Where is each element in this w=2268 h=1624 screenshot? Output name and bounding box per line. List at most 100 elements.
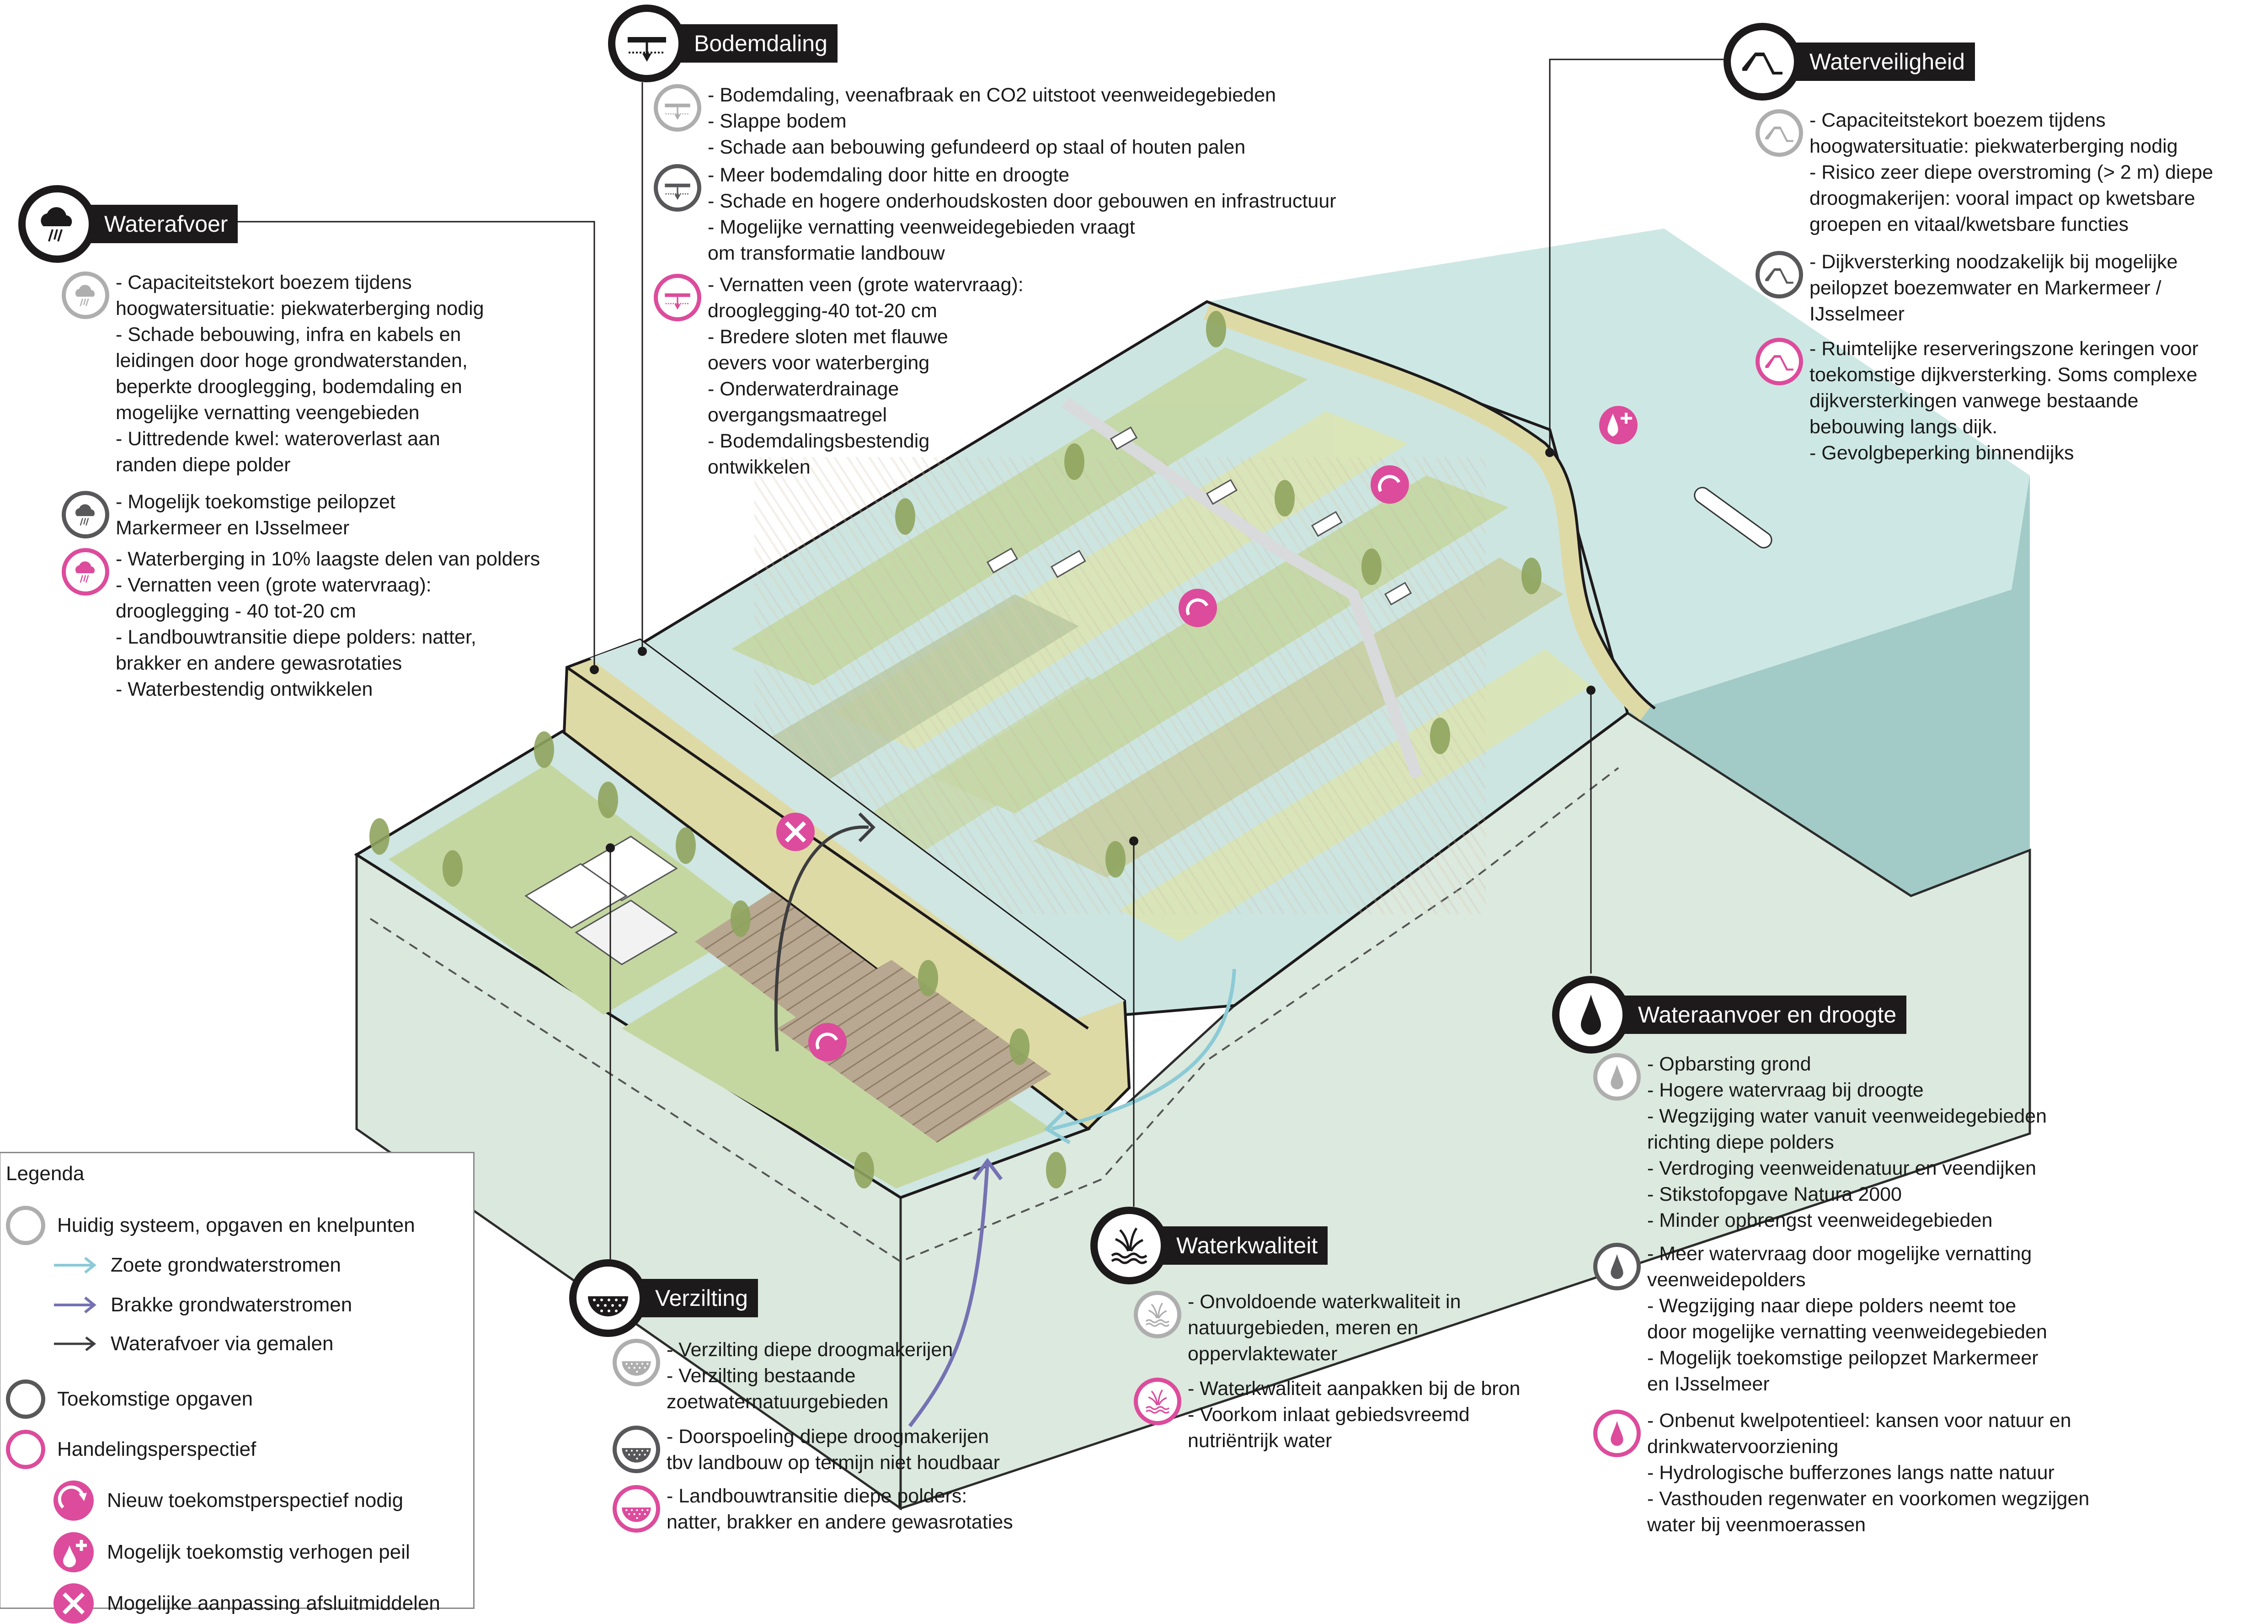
waterafvoer-future: - Mogelijk toekomstige peilopzet Markerm… — [62, 489, 395, 541]
text-line: - Capaciteitstekort boezem tijdens — [116, 272, 412, 293]
rain-cloud-icon — [62, 272, 109, 319]
section-header-bodemdaling: Bodemdaling — [608, 5, 838, 82]
greenhouses — [524, 836, 678, 965]
text-line: - Verzilting diepe droogmakerijen — [667, 1339, 953, 1361]
section-title: Wateraanvoer en droogte — [1620, 996, 1907, 1034]
text-line: en IJsselmeer — [1647, 1373, 1770, 1395]
verzilting-current: - Verzilting diepe droogmakerijen - Verz… — [613, 1337, 953, 1415]
dike-profile-icon — [1756, 338, 1803, 385]
pumping-arrow-icon — [54, 1336, 96, 1351]
text-line: leidingen door hoge grondwaterstanden, — [116, 350, 468, 372]
text-line: - Landbouwtransitie diepe polders: natte… — [116, 626, 476, 648]
legend-row-action: Handelingsperspectief — [6, 1430, 256, 1469]
text-line: - Waterkwaliteit aanpakken bij de bron — [1188, 1378, 1521, 1400]
section-header-waterkwaliteit: Waterkwaliteit — [1090, 1207, 1328, 1284]
text-line: natuurgebieden, meren en — [1188, 1317, 1419, 1339]
text-line: oppervlaktewater — [1188, 1343, 1338, 1365]
legend-row-fresh-groundwater: Zoete grondwaterstromen — [53, 1254, 341, 1277]
map-badge-cross — [776, 813, 815, 851]
orchard-field — [777, 960, 1051, 1143]
subsidence-arrow-icon — [608, 5, 686, 82]
subsidence-arrow-icon — [654, 164, 701, 212]
wateraanvoer-future: - Meer watervraag door mogelijke vernatt… — [1593, 1241, 2047, 1397]
pink-ring-icon — [6, 1430, 45, 1469]
text-line: - Mogelijk toekomstige peilopzet — [116, 491, 395, 513]
text-line: - Vernatten veen (grote watervraag): — [708, 274, 1024, 296]
lake-side — [1628, 475, 2030, 896]
section-header-verzilting: Verzilting — [569, 1259, 758, 1337]
text-line: - Slappe bodem — [708, 110, 847, 132]
wateraanvoer-current: - Opbarsting grond - Hogere watervraag b… — [1593, 1051, 2047, 1234]
text-line: hoogwatersituatie: piekwaterberging nodi… — [1809, 135, 2178, 157]
text-line: door mogelijke vernatting veenweidegebie… — [1647, 1321, 2047, 1343]
bodemdaling-action: - Vernatten veen (grote watervraag): dro… — [654, 272, 1024, 480]
text-line: dijkversterkingen vanwege bestaande — [1809, 390, 2139, 412]
legend-row-future: Toekomstige opgaven — [6, 1379, 253, 1419]
bodemdaling-current: - Bodemdaling, veenafbraak en CO2 uitsto… — [654, 82, 1276, 160]
text-line: - Waterberging in 10% laagste delen van … — [116, 548, 540, 570]
cross-icon — [53, 1583, 94, 1624]
legend-label: Nieuw toekomstperspectief nodig — [107, 1489, 404, 1512]
text-line: veenweidepolders — [1647, 1269, 1806, 1291]
text-line: - Schade aan bebouwing gefundeerd op sta… — [708, 136, 1246, 158]
road — [1062, 397, 1423, 779]
legend-label: Mogelijk toekomstig verhogen peil — [107, 1541, 410, 1563]
text-line: - Meer bodemdaling door hitte en droogte — [708, 164, 1070, 186]
rain-cloud-icon — [62, 491, 109, 538]
water-drop-icon — [1552, 976, 1630, 1054]
text-line: - Mogelijk toekomstige peilopzet Markerm… — [1647, 1347, 2039, 1369]
text-line: overgangsmaatregel — [708, 404, 887, 426]
water-drop-icon — [1593, 1243, 1641, 1290]
salt-basin-icon — [613, 1426, 660, 1473]
subsidence-arrow-icon — [654, 84, 701, 132]
text-line: - Capaciteitstekort boezem tijdens — [1809, 109, 2106, 131]
dike-profile-icon — [1756, 109, 1803, 157]
text-line: - Onvoldoende waterkwaliteit in — [1188, 1291, 1461, 1313]
text-line: ontwikkelen — [708, 456, 811, 478]
verzilting-action: - Landbouwtransitie diepe polders: natte… — [613, 1483, 1013, 1535]
dike-profile-icon — [1756, 251, 1803, 298]
text-line: - Wegzijging naar diepe polders neemt to… — [1647, 1295, 2017, 1317]
reed-water-icon — [1134, 1378, 1181, 1425]
text-line: hoogwatersituatie: piekwaterberging nodi… — [116, 298, 484, 319]
lake-dike — [1203, 302, 1652, 720]
section-title: Waterveiligheid — [1791, 43, 1975, 81]
text-line: - Schade bebouwing, infra en kabels en — [116, 324, 461, 346]
legend-label: Mogelijke aanpassing afsluitmiddelen — [107, 1592, 440, 1614]
text-line: - Verdroging veenweidenatuur en veendijk… — [1647, 1157, 2037, 1179]
grey-ring-icon — [6, 1206, 45, 1245]
reed-water-icon — [1134, 1291, 1181, 1338]
text-line: beperkte drooglegging, bodemdaling en — [116, 376, 462, 398]
text-line: - Risico zeer diepe overstroming (> 2 m)… — [1809, 161, 2214, 183]
text-line: - Schade en hogere onderhoudskosten door… — [708, 190, 1336, 212]
text-line: - Hogere watervraag bij droogte — [1647, 1079, 1924, 1101]
text-line: - Bodemdaling, veenafbraak en CO2 uitsto… — [708, 84, 1276, 106]
text-line: - Onbenut kwelpotentieel: kansen voor na… — [1647, 1410, 2071, 1432]
dark-grey-ring-icon — [6, 1379, 45, 1419]
text-line: - Meer watervraag door mogelijke vernatt… — [1647, 1243, 2032, 1265]
text-line: groepen en vitaal/kwetsbare functies — [1809, 213, 2129, 235]
text-line: - Voorkom inlaat gebiedsvreemd — [1188, 1404, 1470, 1426]
legend-label: Huidig systeem, opgaven en knelpunten — [57, 1214, 415, 1236]
bodemdaling-future: - Meer bodemdaling door hitte en droogte… — [654, 162, 1336, 266]
salt-basin-icon — [569, 1259, 647, 1337]
text-line: - Hydrologische bufferzones langs natte … — [1647, 1462, 2055, 1484]
fresh-groundwater-arrow — [1051, 969, 1236, 1131]
reed-water-icon — [1090, 1207, 1168, 1284]
text-line: - Mogelijke vernatting veenweidegebieden… — [708, 216, 1135, 238]
text-line: toekomstige dijkversterking. Soms comple… — [1809, 364, 2198, 386]
text-line: om transformatie landbouw — [708, 242, 945, 264]
text-line: - Ruimtelijke reserveringszone keringen … — [1809, 338, 2199, 360]
ground-block-front-face — [899, 711, 2031, 1510]
text-line: - Bredere sloten met flauwe — [708, 326, 948, 348]
map-badge-rotate-meadow-1 — [1179, 589, 1217, 627]
text-line: drooglegging-40 tot-20 cm — [708, 300, 937, 322]
pumping-arrow — [774, 825, 869, 1052]
text-line: tbv landbouw op termijn niet houdbaar — [667, 1452, 1000, 1474]
salt-basin-icon — [613, 1339, 660, 1386]
lake-surface — [1207, 229, 2030, 713]
text-line: randen diepe polder — [116, 454, 291, 476]
trees — [369, 311, 1542, 1188]
waterafvoer-current: - Capaciteitstekort boezem tijdens hoogw… — [62, 270, 484, 478]
